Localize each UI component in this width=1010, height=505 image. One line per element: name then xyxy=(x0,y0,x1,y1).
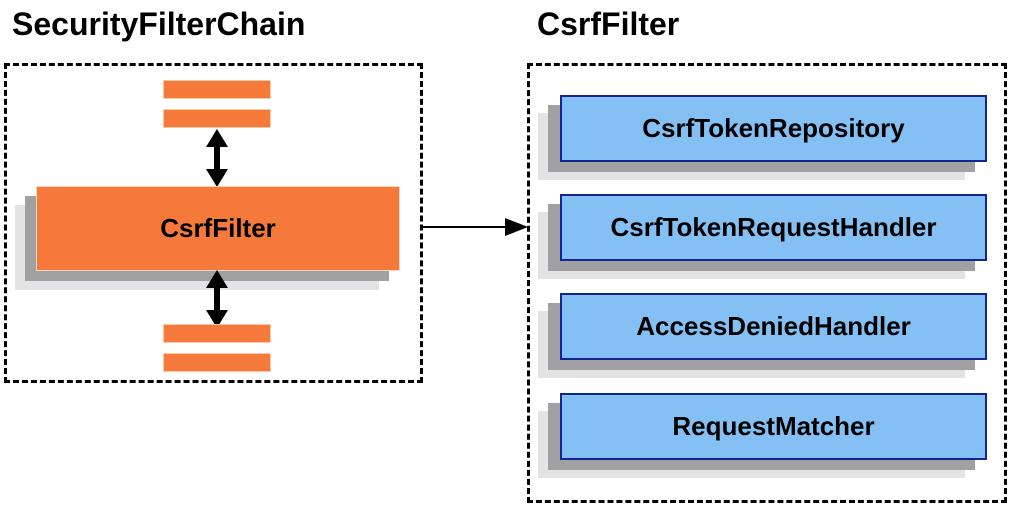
security-filter-chain-container: CsrfFilter xyxy=(4,63,423,383)
double-arrow-up-down-icon xyxy=(206,129,228,187)
filter-placeholder-bar xyxy=(163,353,271,372)
component-label: CsrfTokenRequestHandler xyxy=(610,212,937,242)
csrf-token-request-handler-box: CsrfTokenRequestHandler xyxy=(560,194,987,261)
csrf-filter-panel-title: CsrfFilter xyxy=(537,6,680,42)
double-arrow-up-down-icon xyxy=(206,270,228,328)
csrf-token-repository-box: CsrfTokenRepository xyxy=(560,95,987,162)
csrf-filter-box-label: CsrfFilter xyxy=(160,213,276,243)
component-label: RequestMatcher xyxy=(672,411,875,441)
filter-placeholder-bar xyxy=(163,324,271,343)
security-filter-chain-title: SecurityFilterChain xyxy=(12,6,306,42)
filter-placeholder-bar xyxy=(163,109,271,128)
component-label: AccessDeniedHandler xyxy=(636,311,911,341)
csrf-filter-container: CsrfTokenRepository CsrfTokenRequestHand… xyxy=(527,63,1007,503)
component-label: CsrfTokenRepository xyxy=(642,113,905,143)
request-matcher-box: RequestMatcher xyxy=(560,393,987,460)
filter-placeholder-bar xyxy=(163,80,271,99)
csrf-filter-box: CsrfFilter xyxy=(36,186,400,271)
access-denied-handler-box: AccessDeniedHandler xyxy=(560,293,987,360)
arrow-right-icon xyxy=(423,218,528,236)
